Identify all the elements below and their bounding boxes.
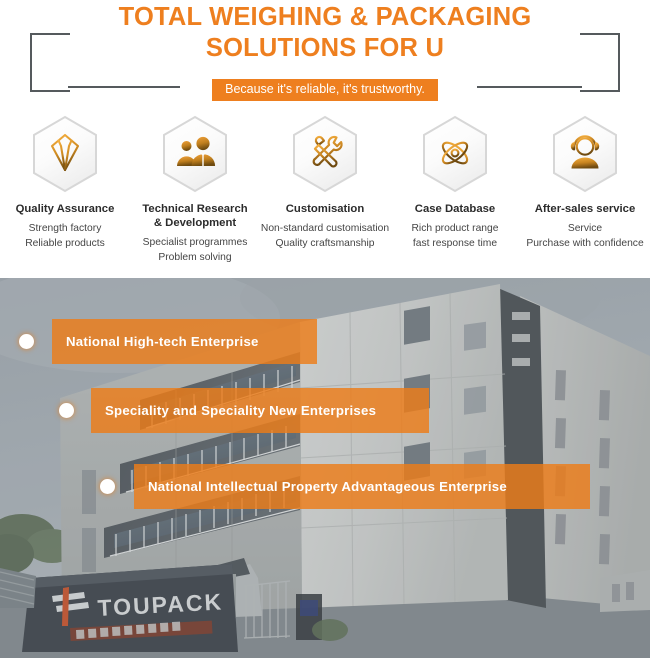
feature-item-customisation[interactable]: Customisation Non-standard customisation… xyxy=(260,115,390,275)
feature-title: Customisation xyxy=(285,203,365,215)
feature-item-quality-assurance[interactable]: Quality Assurance Strength factory Relia… xyxy=(0,115,130,275)
feature-title: Quality Assurance xyxy=(15,203,115,215)
feature-list: Quality Assurance Strength factory Relia… xyxy=(0,115,650,275)
header-block: TOTAL WEIGHING & PACKAGING SOLUTIONS FOR… xyxy=(0,0,650,110)
subtitle-container: Because it's reliable, it's trustworthy. xyxy=(0,79,650,101)
diamond-icon xyxy=(31,115,99,193)
bullet-marker-1 xyxy=(19,334,34,349)
feature-description: Non-standard customisation Quality craft… xyxy=(260,223,390,249)
badge-speciality-new-enterprises[interactable]: Speciality and Speciality New Enterprise… xyxy=(91,388,429,433)
feature-title: Technical Research & Development xyxy=(142,203,248,229)
bullet-marker-2 xyxy=(59,403,74,418)
headset-support-icon xyxy=(551,115,619,193)
feature-description: Strength factory Reliable products xyxy=(25,223,105,249)
bullet-marker-3 xyxy=(100,479,115,494)
bracket-right-rule xyxy=(477,86,582,88)
team-people-icon xyxy=(161,115,229,193)
headline-line-1: TOTAL WEIGHING & PACKAGING xyxy=(118,3,532,31)
feature-description: Rich product range fast response time xyxy=(411,223,499,249)
badge-national-high-tech-enterprise[interactable]: National High-tech Enterprise xyxy=(52,319,317,364)
feature-title: Case Database xyxy=(414,203,496,215)
feature-description: Service Purchase with confidence xyxy=(526,223,644,249)
tools-wrench-screwdriver-icon xyxy=(291,115,359,193)
feature-title: After-sales service xyxy=(534,203,636,215)
headline-line-2: SOLUTIONS FOR U xyxy=(205,34,445,62)
bracket-left-rule xyxy=(68,86,180,88)
badge-national-intellectual-property[interactable]: National Intellectual Property Advantage… xyxy=(134,464,590,509)
atom-icon xyxy=(421,115,489,193)
feature-item-after-sales-service[interactable]: After-sales service Service Purchase wit… xyxy=(520,115,650,275)
feature-item-technical-research[interactable]: Technical Research & Development Special… xyxy=(130,115,260,275)
subtitle-tagline: Because it's reliable, it's trustworthy. xyxy=(212,79,438,101)
page-title: TOTAL WEIGHING & PACKAGING SOLUTIONS FOR… xyxy=(0,2,650,64)
feature-item-case-database[interactable]: Case Database Rich product range fast re… xyxy=(390,115,520,275)
feature-description: Specialist programmes Problem solving xyxy=(142,237,248,263)
